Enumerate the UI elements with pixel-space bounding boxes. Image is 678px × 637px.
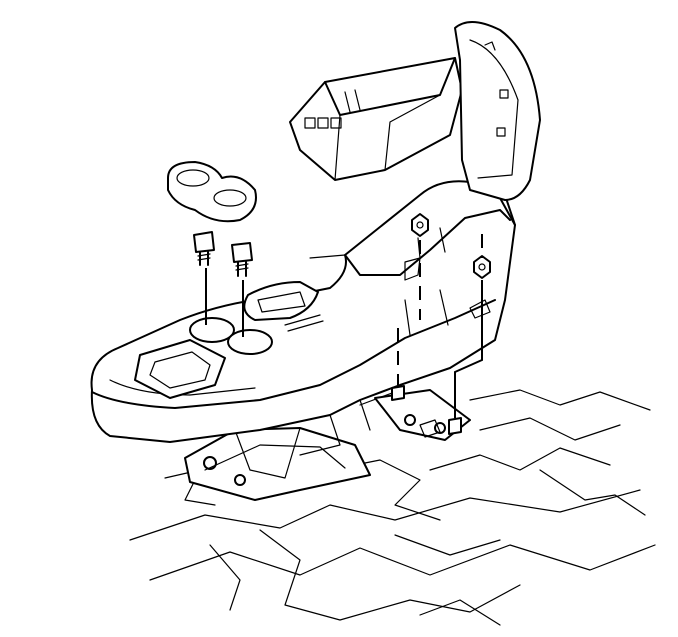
rear-nuts	[391, 213, 491, 438]
bolt-left	[193, 231, 215, 266]
stud-right	[448, 417, 462, 435]
front-bolts	[193, 231, 253, 337]
stud-left	[391, 385, 405, 401]
cup-holder-insert	[167, 161, 257, 223]
nut-upper	[411, 213, 429, 237]
nut-lower	[473, 255, 491, 279]
console-body	[90, 180, 516, 456]
console-lid	[454, 21, 541, 201]
storage-tray	[289, 57, 463, 181]
bolt-right	[231, 242, 253, 277]
mounting-bracket	[184, 389, 471, 501]
